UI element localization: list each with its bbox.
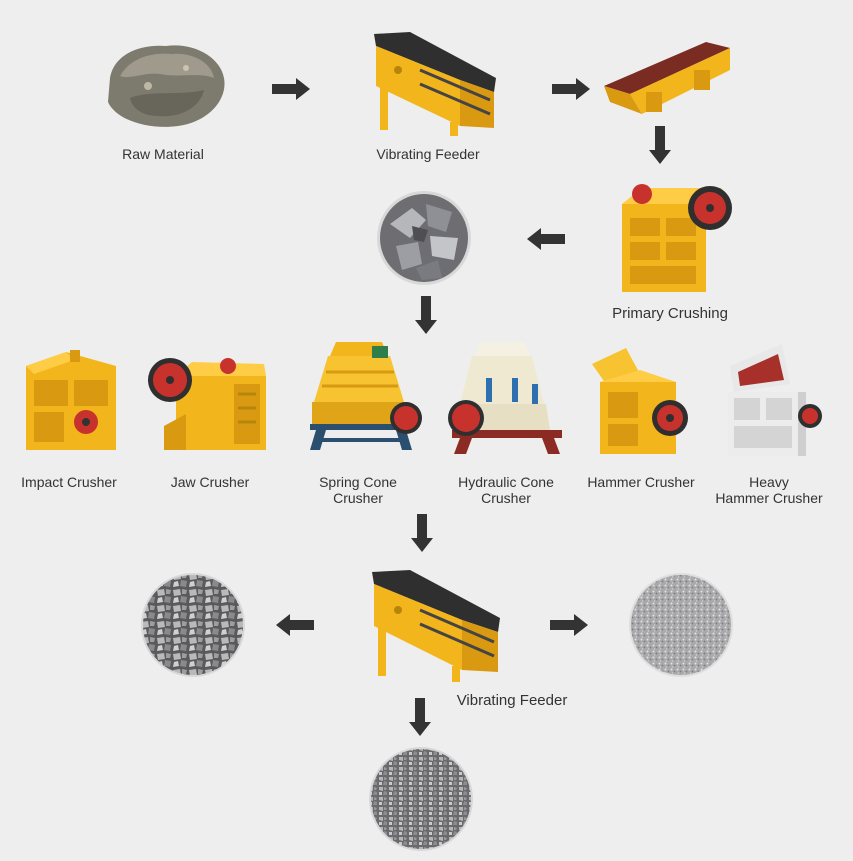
hydraulic-cone-label-line1: Hydraulic Cone xyxy=(458,474,554,490)
fine-sand-circle xyxy=(628,572,734,678)
vibrating-feeder-bottom xyxy=(368,568,502,684)
medium-gravel-circle xyxy=(368,746,474,852)
arrow-right-icon xyxy=(550,614,588,636)
arrow-left-icon xyxy=(527,228,565,250)
impact-crusher xyxy=(20,346,120,454)
primary-crushing-label: Primary Crushing xyxy=(612,305,728,322)
arrow-down-icon xyxy=(415,296,437,334)
arrow-down-icon xyxy=(411,514,433,552)
jaw-crusher-label: Jaw Crusher xyxy=(170,474,250,490)
heavy-hammer-crusher xyxy=(720,338,824,460)
hydraulic-cone-crusher xyxy=(446,334,566,458)
vibrating-feeder-top xyxy=(370,30,498,138)
primary-jaw-crusher xyxy=(612,174,734,300)
heavy-hammer-label-line2: Hammer Crusher xyxy=(715,490,823,506)
impact-crusher-label: Impact Crusher xyxy=(21,474,117,490)
vibrating-feeder-bottom-label: Vibrating Feeder xyxy=(456,692,568,709)
jaw-crusher xyxy=(146,348,270,454)
hammer-crusher-label: Hammer Crusher xyxy=(587,474,695,490)
vibrating-feeder-top-label: Vibrating Feeder xyxy=(376,146,480,162)
hammer-crusher xyxy=(590,346,690,458)
arrow-right-icon xyxy=(272,78,310,100)
spring-cone-label-line2: Crusher xyxy=(333,490,383,506)
arrow-right-icon xyxy=(552,78,590,100)
arrow-left-icon xyxy=(276,614,314,636)
spring-cone-crusher xyxy=(306,332,426,456)
coarse-aggregate-circle xyxy=(140,572,246,678)
vibrating-grizzly-feeder xyxy=(602,40,732,118)
heavy-hammer-label-line1: Heavy xyxy=(749,474,789,490)
hydraulic-cone-label-line2: Crusher xyxy=(481,490,531,506)
raw-material-label: Raw Material xyxy=(122,146,204,162)
arrow-down-icon xyxy=(649,126,671,164)
spring-cone-label-line1: Spring Cone xyxy=(319,474,397,490)
raw-material-rock xyxy=(100,38,228,130)
rock-pieces-circle xyxy=(376,190,472,286)
arrow-down-icon xyxy=(409,698,431,736)
